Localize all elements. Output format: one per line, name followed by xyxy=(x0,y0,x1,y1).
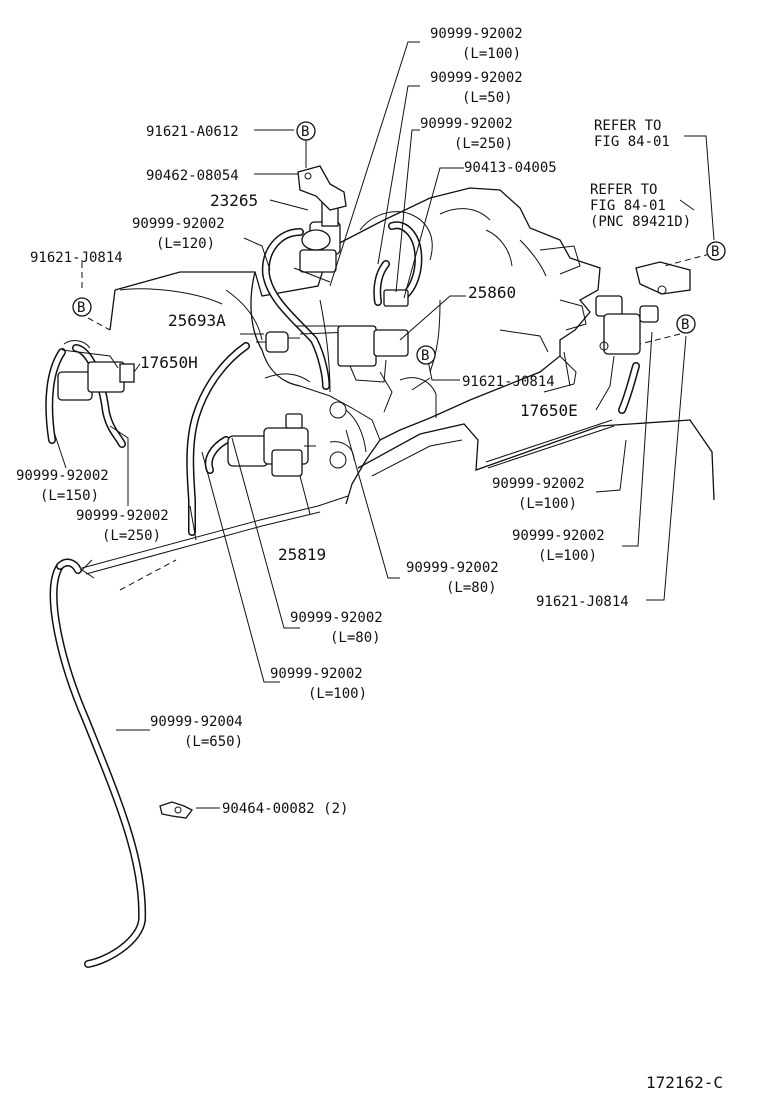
marker-b-2[interactable]: B xyxy=(72,297,92,317)
sensor-25860 xyxy=(337,289,409,383)
engine-block-outline xyxy=(81,187,715,591)
refer-note-line: FIG 84-01 xyxy=(590,198,666,214)
marker-b-3[interactable]: B xyxy=(416,345,436,365)
label-91621-j0814[interactable]: 91621-J0814 xyxy=(30,250,123,266)
label-length: (L=650) xyxy=(184,734,243,750)
label-91621-j0814[interactable]: 91621-J0814 xyxy=(462,374,555,390)
label-length: (L=100) xyxy=(518,496,577,512)
label-25693a[interactable]: 25693A xyxy=(168,311,226,330)
figure-code: 172162-C xyxy=(646,1073,723,1092)
label-length: (L=100) xyxy=(308,686,367,702)
marker-b-text: B xyxy=(421,348,429,364)
label-90999-92002[interactable]: 90999-92002 xyxy=(512,528,605,544)
vsv-17650e xyxy=(595,295,659,355)
label-length: (L=80) xyxy=(330,630,381,646)
label-90999-92002[interactable]: 90999-92002 xyxy=(430,26,523,42)
marker-b-text: B xyxy=(301,124,309,140)
refer-note-line: REFER TO xyxy=(594,118,661,134)
valve-23265 xyxy=(293,201,341,283)
marker-b-text: B xyxy=(711,244,719,260)
label-90999-92002[interactable]: 90999-92002 xyxy=(16,468,109,484)
label-length: (L=50) xyxy=(462,90,513,106)
bracket-top-right xyxy=(635,261,691,295)
vsv-25819 xyxy=(227,413,316,477)
callout-labels: 90999-92002 (L=100) 90999-92002 (L=50) 9… xyxy=(16,26,629,817)
label-length: (L=250) xyxy=(102,528,161,544)
label-90999-92002[interactable]: 90999-92002 xyxy=(406,560,499,576)
label-length: (L=150) xyxy=(40,488,99,504)
label-91621-j0814[interactable]: 91621-J0814 xyxy=(536,594,629,610)
marker-b-5[interactable]: B xyxy=(676,314,696,334)
label-90413-04005[interactable]: 90413-04005 xyxy=(464,160,557,176)
marker-b-text: B xyxy=(77,300,85,316)
label-17650e[interactable]: 17650E xyxy=(520,401,578,420)
label-length: (L=80) xyxy=(446,580,497,596)
label-90999-92002[interactable]: 90999-92002 xyxy=(290,610,383,626)
refer-note-line: REFER TO xyxy=(590,182,657,198)
label-90999-92002[interactable]: 90999-92002 xyxy=(492,476,585,492)
marker-b-text: B xyxy=(681,317,689,333)
label-25860[interactable]: 25860 xyxy=(468,283,516,302)
label-length: (L=250) xyxy=(454,136,513,152)
label-90462-08054[interactable]: 90462-08054 xyxy=(146,168,239,184)
refer-note-2: REFER TO FIG 84-01 (PNC 89421D) xyxy=(590,182,691,230)
label-23265[interactable]: 23265 xyxy=(210,191,258,210)
leader-lines xyxy=(53,41,715,809)
bracket-90462-08054 xyxy=(297,165,347,211)
label-90999-92002[interactable]: 90999-92002 xyxy=(420,116,513,132)
label-90999-92002[interactable]: 90999-92002 xyxy=(132,216,225,232)
label-91621-a0612[interactable]: 91621-A0612 xyxy=(146,124,239,140)
refer-note-1: REFER TO FIG 84-01 xyxy=(594,118,670,150)
refer-note-line: (PNC 89421D) xyxy=(590,214,691,230)
label-90999-92004[interactable]: 90999-92004 xyxy=(150,714,243,730)
vsv-17650h xyxy=(57,340,135,401)
label-length: (L=100) xyxy=(462,46,521,62)
marker-b-1[interactable]: B xyxy=(296,121,316,141)
refer-note-line: FIG 84-01 xyxy=(594,134,670,150)
label-25819[interactable]: 25819 xyxy=(278,545,326,564)
label-17650h[interactable]: 17650H xyxy=(140,353,198,372)
label-length: (L=100) xyxy=(538,548,597,564)
marker-b-4[interactable]: B xyxy=(706,241,726,261)
label-90999-92002[interactable]: 90999-92002 xyxy=(430,70,523,86)
label-90999-92002[interactable]: 90999-92002 xyxy=(76,508,169,524)
label-90464-00082[interactable]: 90464-00082 (2) xyxy=(222,801,348,817)
clip-90464-00082 xyxy=(159,801,193,819)
label-90999-92002[interactable]: 90999-92002 xyxy=(270,666,363,682)
label-length: (L=120) xyxy=(156,236,215,252)
